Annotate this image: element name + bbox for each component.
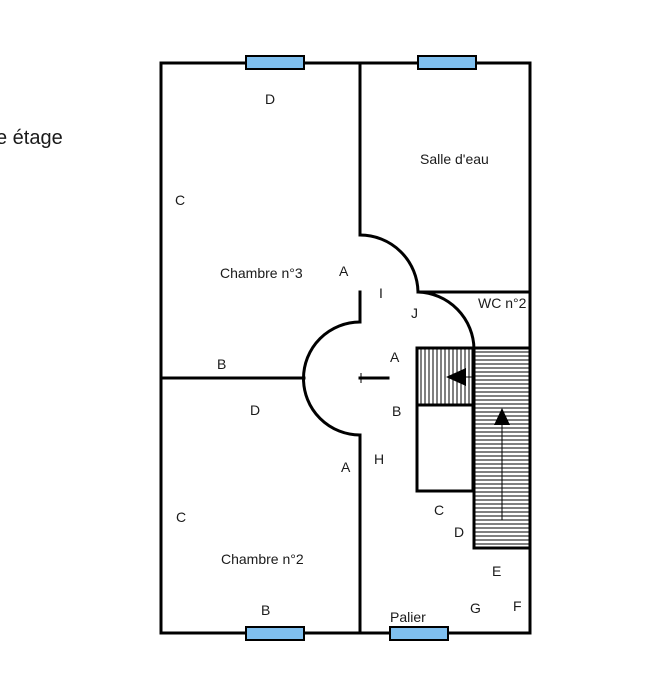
wall-label-d-ch2: D: [250, 402, 260, 418]
wall-label-i: I: [379, 285, 383, 301]
wall-label-j: J: [411, 305, 418, 321]
wall-label-a-hall: A: [390, 349, 400, 365]
stair-left-arrow-icon: [446, 368, 466, 386]
window-bottom-right: [389, 626, 449, 641]
wall-label-c-stair: C: [434, 502, 444, 518]
room-palier: Palier: [390, 609, 426, 625]
wall-label-g: G: [470, 600, 481, 616]
wall-label-f: F: [513, 598, 522, 614]
interior-walls: [159, 61, 532, 635]
wall-label-c-ch3: C: [175, 192, 185, 208]
window-top-left: [245, 55, 305, 70]
wall-label-b-hall: B: [392, 403, 401, 419]
stair-up-arrow-icon: [494, 408, 510, 425]
wall-label-e: E: [492, 563, 501, 579]
wall-label-h: H: [374, 451, 384, 467]
wall-label-d-stair: D: [454, 524, 464, 540]
wall-labels: D C A I J B A D B A H C C D E B G F: [175, 91, 522, 618]
wall-label-a-ch2: A: [341, 459, 351, 475]
wall-label-b-ch3: B: [217, 356, 226, 372]
room-salle-deau: Salle d'eau: [420, 151, 489, 167]
wall-label-b-ch2: B: [261, 602, 270, 618]
windows: [245, 55, 477, 641]
room-chambre-2: Chambre n°2: [221, 551, 304, 567]
staircase: [415, 346, 532, 550]
wall-label-c-ch2: C: [176, 509, 186, 525]
floor-label: e étage: [0, 127, 63, 149]
window-bottom-left: [245, 626, 305, 641]
wall-label-a-ch3: A: [339, 263, 349, 279]
room-wc: WC n°2: [478, 295, 527, 311]
window-top-right: [417, 55, 477, 70]
wall-label-d-top: D: [265, 91, 275, 107]
room-chambre-3: Chambre n°3: [220, 265, 303, 281]
